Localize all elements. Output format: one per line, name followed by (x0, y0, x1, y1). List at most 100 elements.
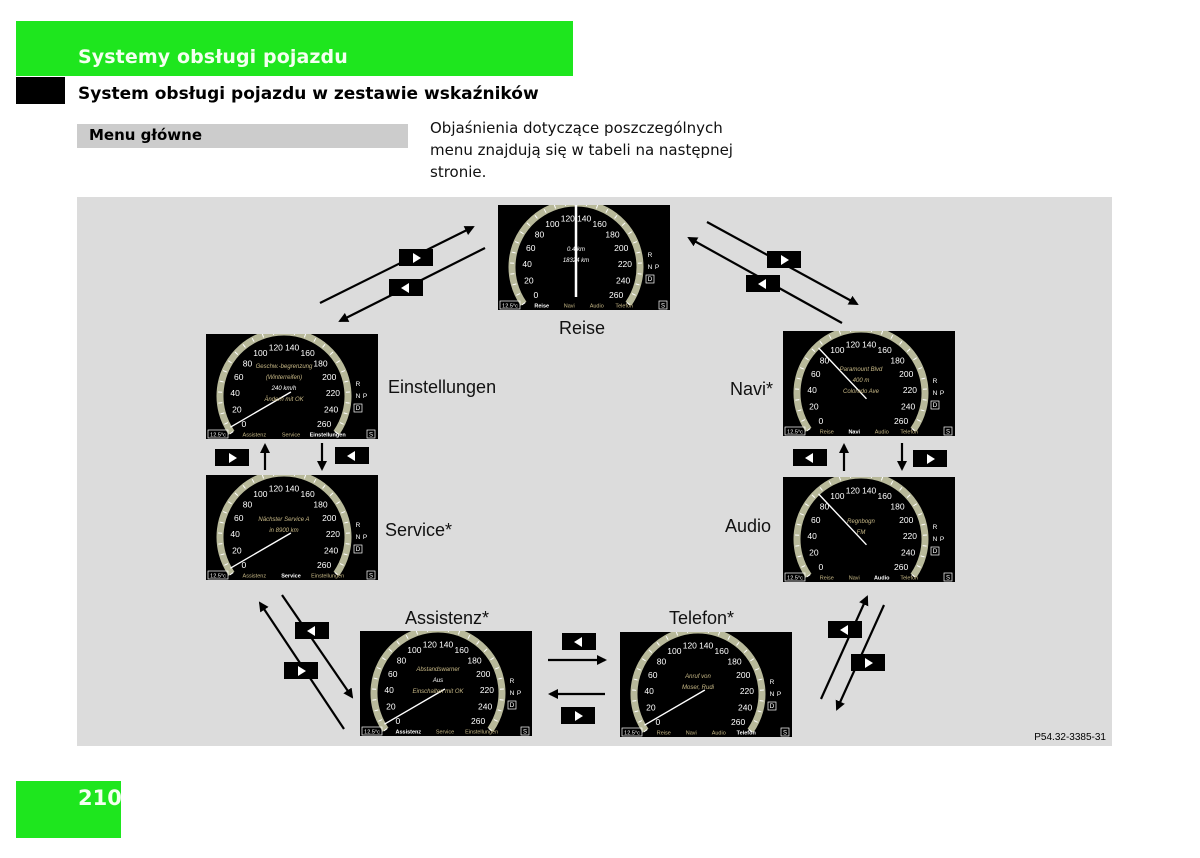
speed-tick (906, 348, 911, 352)
figure-code: P54.32-3385-31 (1034, 732, 1106, 743)
speed-tick (476, 641, 480, 645)
section-title: System obsługi pojazdu w zestawie wskaźn… (78, 84, 539, 104)
gear-letter: R (933, 378, 938, 385)
screen-nav-item: Audio (874, 576, 890, 582)
speed-tick (920, 555, 925, 558)
speed-tick (490, 657, 495, 661)
speed-tick-label: 20 (524, 275, 534, 285)
next-key-button (561, 707, 595, 724)
speed-tick (920, 409, 925, 412)
speed-tick-label: 80 (657, 656, 667, 666)
speed-tick (686, 632, 689, 633)
gear-letter: P (363, 534, 367, 541)
prev-key-button (295, 622, 329, 639)
screen-nav-item: Telefon (615, 304, 633, 310)
gear-letter: P (940, 390, 944, 397)
speed-tick-label: 220 (903, 531, 917, 541)
speed-tick-label: 160 (301, 348, 315, 358)
screen-nav-item: Reise (820, 576, 834, 582)
speed-tick (378, 719, 383, 722)
speed-tick-label: 200 (322, 513, 336, 523)
speed-tick-label: 160 (715, 646, 729, 656)
speed-tick (343, 412, 348, 415)
gear-letter: D (356, 405, 361, 412)
speed-tick (322, 344, 326, 348)
info-line: (Winterreifen) (266, 375, 302, 381)
speed-tick (521, 302, 526, 306)
gear-letter: D (510, 702, 515, 709)
speed-tick-label: 220 (480, 685, 494, 695)
speed-tick-label: 180 (727, 656, 741, 666)
speed-tick (906, 494, 911, 498)
arrow-telefon-to-audio (819, 595, 869, 700)
speed-tick (514, 241, 519, 244)
speed-tick (227, 501, 232, 505)
arrow-einstellungen-to-reise (319, 226, 475, 304)
speed-tick-label: 120 (561, 214, 575, 224)
speed-ring (508, 205, 644, 306)
speed-tick (911, 574, 916, 578)
speed-tick (870, 331, 873, 332)
speed-tick-label: 40 (644, 686, 654, 696)
screen-nav-item: Audio (590, 304, 604, 310)
temperature-readout: 12.5°c (210, 574, 226, 580)
speed-tick (313, 478, 317, 483)
speed-tick-label: 100 (545, 219, 559, 229)
speed-tick (811, 348, 816, 352)
speed-tick (373, 677, 378, 680)
page-number: 210 (78, 786, 122, 810)
screen-nav-item: Assistenz (243, 433, 267, 439)
speed-tick (870, 477, 873, 478)
speed-tick-label: 200 (899, 369, 913, 379)
next-key-button (284, 662, 318, 679)
gear-letter: R (356, 381, 361, 388)
gear-letter: R (356, 522, 361, 529)
speed-tick (819, 341, 823, 345)
speed-tick (334, 572, 339, 576)
subsection-label: Menu główne (89, 126, 202, 144)
speed-tick-label: 260 (894, 562, 908, 572)
screen-nav-item: Audio (712, 731, 726, 737)
speed-tick (242, 344, 246, 348)
right-triangle-key-icon (865, 658, 873, 668)
speed-tick (251, 478, 255, 483)
speed-tick-label: 20 (809, 401, 819, 411)
speed-tick-label: 20 (232, 545, 242, 555)
speed-tick (828, 480, 832, 485)
screen-nav-item: Assistenz (243, 574, 267, 580)
speed-tick-label: 40 (384, 685, 394, 695)
speed-tick (341, 370, 346, 373)
speed-tick-label: 120 (269, 343, 283, 353)
speed-tick (918, 513, 923, 516)
temperature-readout: 12.5°c (364, 730, 380, 736)
speed-tick (918, 367, 923, 370)
left-triangle-key-icon (840, 625, 848, 635)
prev-key-button (746, 275, 780, 292)
speed-tick-label: 220 (618, 259, 632, 269)
speed-tick-label: 240 (738, 702, 752, 712)
gear-letter: N (356, 393, 361, 400)
menu-label-navi: Navi* (730, 379, 774, 399)
speed-tick-label: 200 (736, 670, 750, 680)
gear-letter: N (933, 536, 938, 543)
speed-tick (804, 357, 809, 361)
speed-tick (334, 431, 339, 435)
gear-letter: N (510, 690, 515, 697)
info-line: Nächster Service A (258, 517, 309, 523)
left-triangle-key-icon (307, 626, 315, 636)
prev-key-button (335, 447, 369, 464)
speed-tick (272, 475, 275, 476)
speed-tick (899, 341, 903, 345)
speed-tick-label: 200 (476, 669, 490, 679)
speed-tick (736, 642, 740, 646)
screen-nav-item: Einstellungen (465, 730, 498, 736)
speed-tick-label: 140 (862, 486, 876, 496)
speed-tick (880, 331, 884, 335)
gear-letter: D (648, 276, 653, 283)
